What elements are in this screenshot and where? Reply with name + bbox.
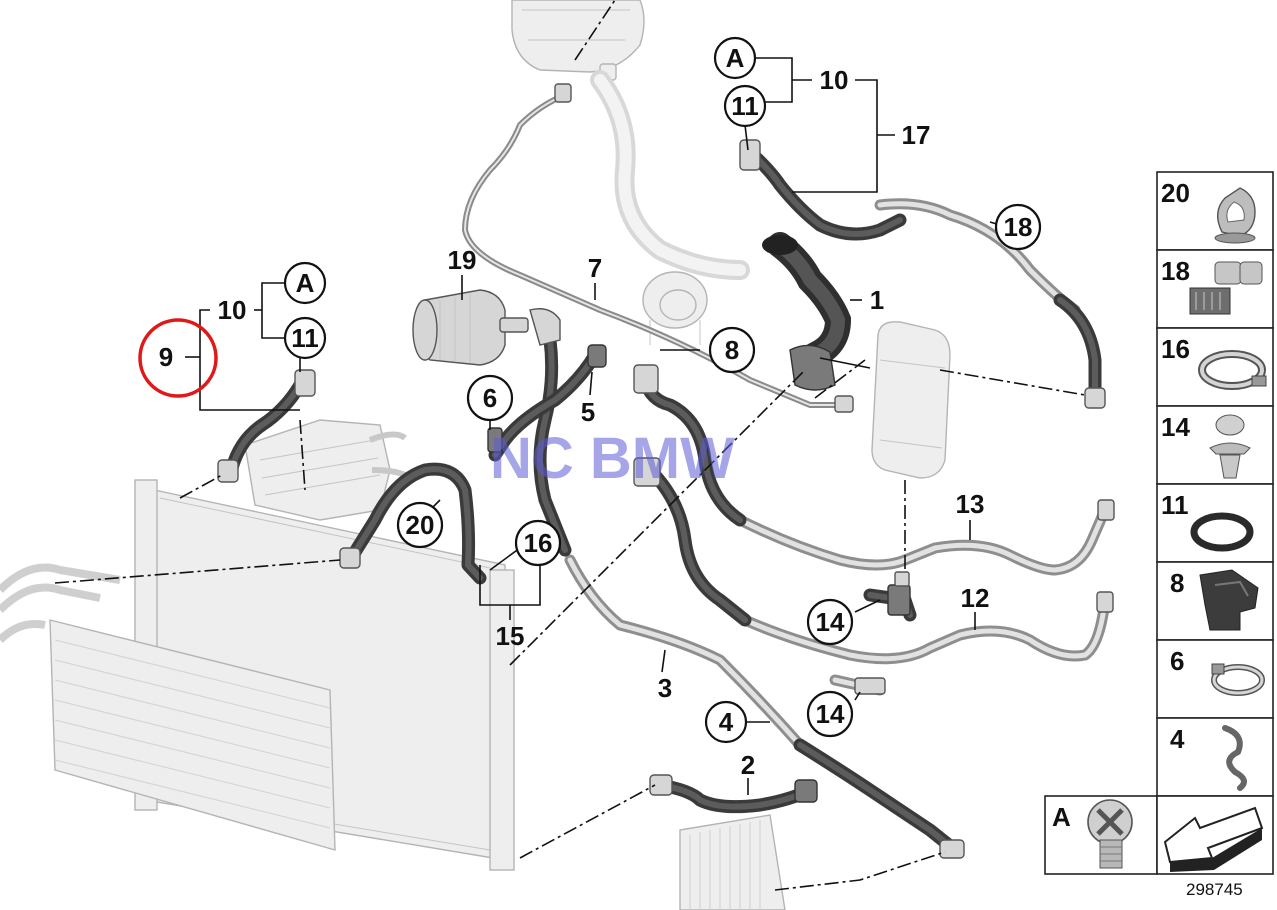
- legend-label-16: 16: [1161, 334, 1190, 364]
- callout-5: 5: [581, 397, 595, 427]
- ghost-components: [0, 0, 951, 910]
- legend-label-18: 18: [1161, 256, 1190, 286]
- callout-11-top-circle: [723, 84, 767, 128]
- legend-label-4: 4: [1170, 724, 1185, 754]
- watermark: NC BMW: [490, 426, 735, 491]
- callout-8: 8: [725, 335, 739, 365]
- callout-14-upper: 14: [816, 607, 845, 637]
- callout-A-left: A: [296, 268, 315, 298]
- o-ring-icon: [1190, 512, 1254, 552]
- callout-A-top-circle: [713, 36, 757, 80]
- callout-10-top: 10: [820, 65, 849, 95]
- legend-label-8: 8: [1170, 568, 1184, 598]
- highlight-circle-9: [138, 318, 218, 398]
- callout-12: 12: [961, 583, 990, 613]
- double-clip-icon: [1189, 261, 1263, 315]
- drain-plug-icon: [1087, 799, 1133, 869]
- callout-15: 15: [496, 621, 525, 651]
- water-pump: [412, 289, 561, 366]
- callout-18: 18: [1004, 212, 1033, 242]
- callout-2: 2: [741, 750, 755, 780]
- callout-A-left-circle: [283, 261, 327, 305]
- callout-13: 13: [956, 489, 985, 519]
- hose-clamp-icon: [1198, 350, 1267, 390]
- callout-1: 1: [870, 285, 884, 315]
- legend-label-14: 14: [1161, 412, 1190, 442]
- clip-icon: [1214, 187, 1256, 244]
- callout-14-upper-circle: [806, 598, 854, 646]
- callout-11-top: 11: [731, 91, 759, 121]
- callout-6-circle: [466, 374, 514, 422]
- callout-16-circle: [514, 519, 562, 567]
- callouts: A 11 10 17 18 A 11 10 9 19 7 8 1 6 5 20 …: [138, 36, 1042, 780]
- legend-panel: 20 18 16 14 11 8 6 4 A: [1044, 171, 1274, 875]
- push-rivet-icon: [1209, 414, 1251, 479]
- callout-4-circle: [704, 700, 748, 744]
- callout-7: 7: [588, 253, 602, 283]
- callout-14-lower-circle: [806, 690, 854, 738]
- callout-9: 9: [159, 342, 173, 372]
- legend-label-11: 11: [1161, 490, 1189, 520]
- callout-14-lower: 14: [816, 699, 845, 729]
- bracket-icon: [1199, 569, 1259, 631]
- callout-18-circle: [994, 203, 1042, 251]
- legend-label-20: 20: [1161, 178, 1190, 208]
- callout-11-left: 11: [291, 323, 319, 353]
- leader-lines: [54, 0, 1086, 891]
- callout-20-circle: [396, 501, 444, 549]
- callout-8-circle: [708, 326, 756, 374]
- thin-vent-line: [462, 83, 854, 413]
- rubber-hoses: [225, 143, 1102, 857]
- callout-19: 19: [448, 245, 477, 275]
- callout-10-left: 10: [218, 295, 247, 325]
- spring-clamp-icon: [1211, 663, 1265, 696]
- callout-3: 3: [658, 673, 672, 703]
- direction-arrow-icon: [1163, 806, 1264, 872]
- callout-A-top: A: [726, 43, 745, 73]
- callout-4: 4: [719, 707, 734, 737]
- reference-number: 298745: [1186, 880, 1243, 899]
- component-details: [217, 139, 1115, 859]
- callout-6: 6: [483, 383, 497, 413]
- s-clip-icon: [1222, 725, 1247, 791]
- callout-17: 17: [902, 120, 931, 150]
- legend-label-6: 6: [1170, 646, 1184, 676]
- legend-label-A: A: [1052, 802, 1071, 832]
- callout-16: 16: [524, 528, 553, 558]
- callout-11-left-circle: [283, 316, 327, 360]
- callout-20: 20: [406, 510, 435, 540]
